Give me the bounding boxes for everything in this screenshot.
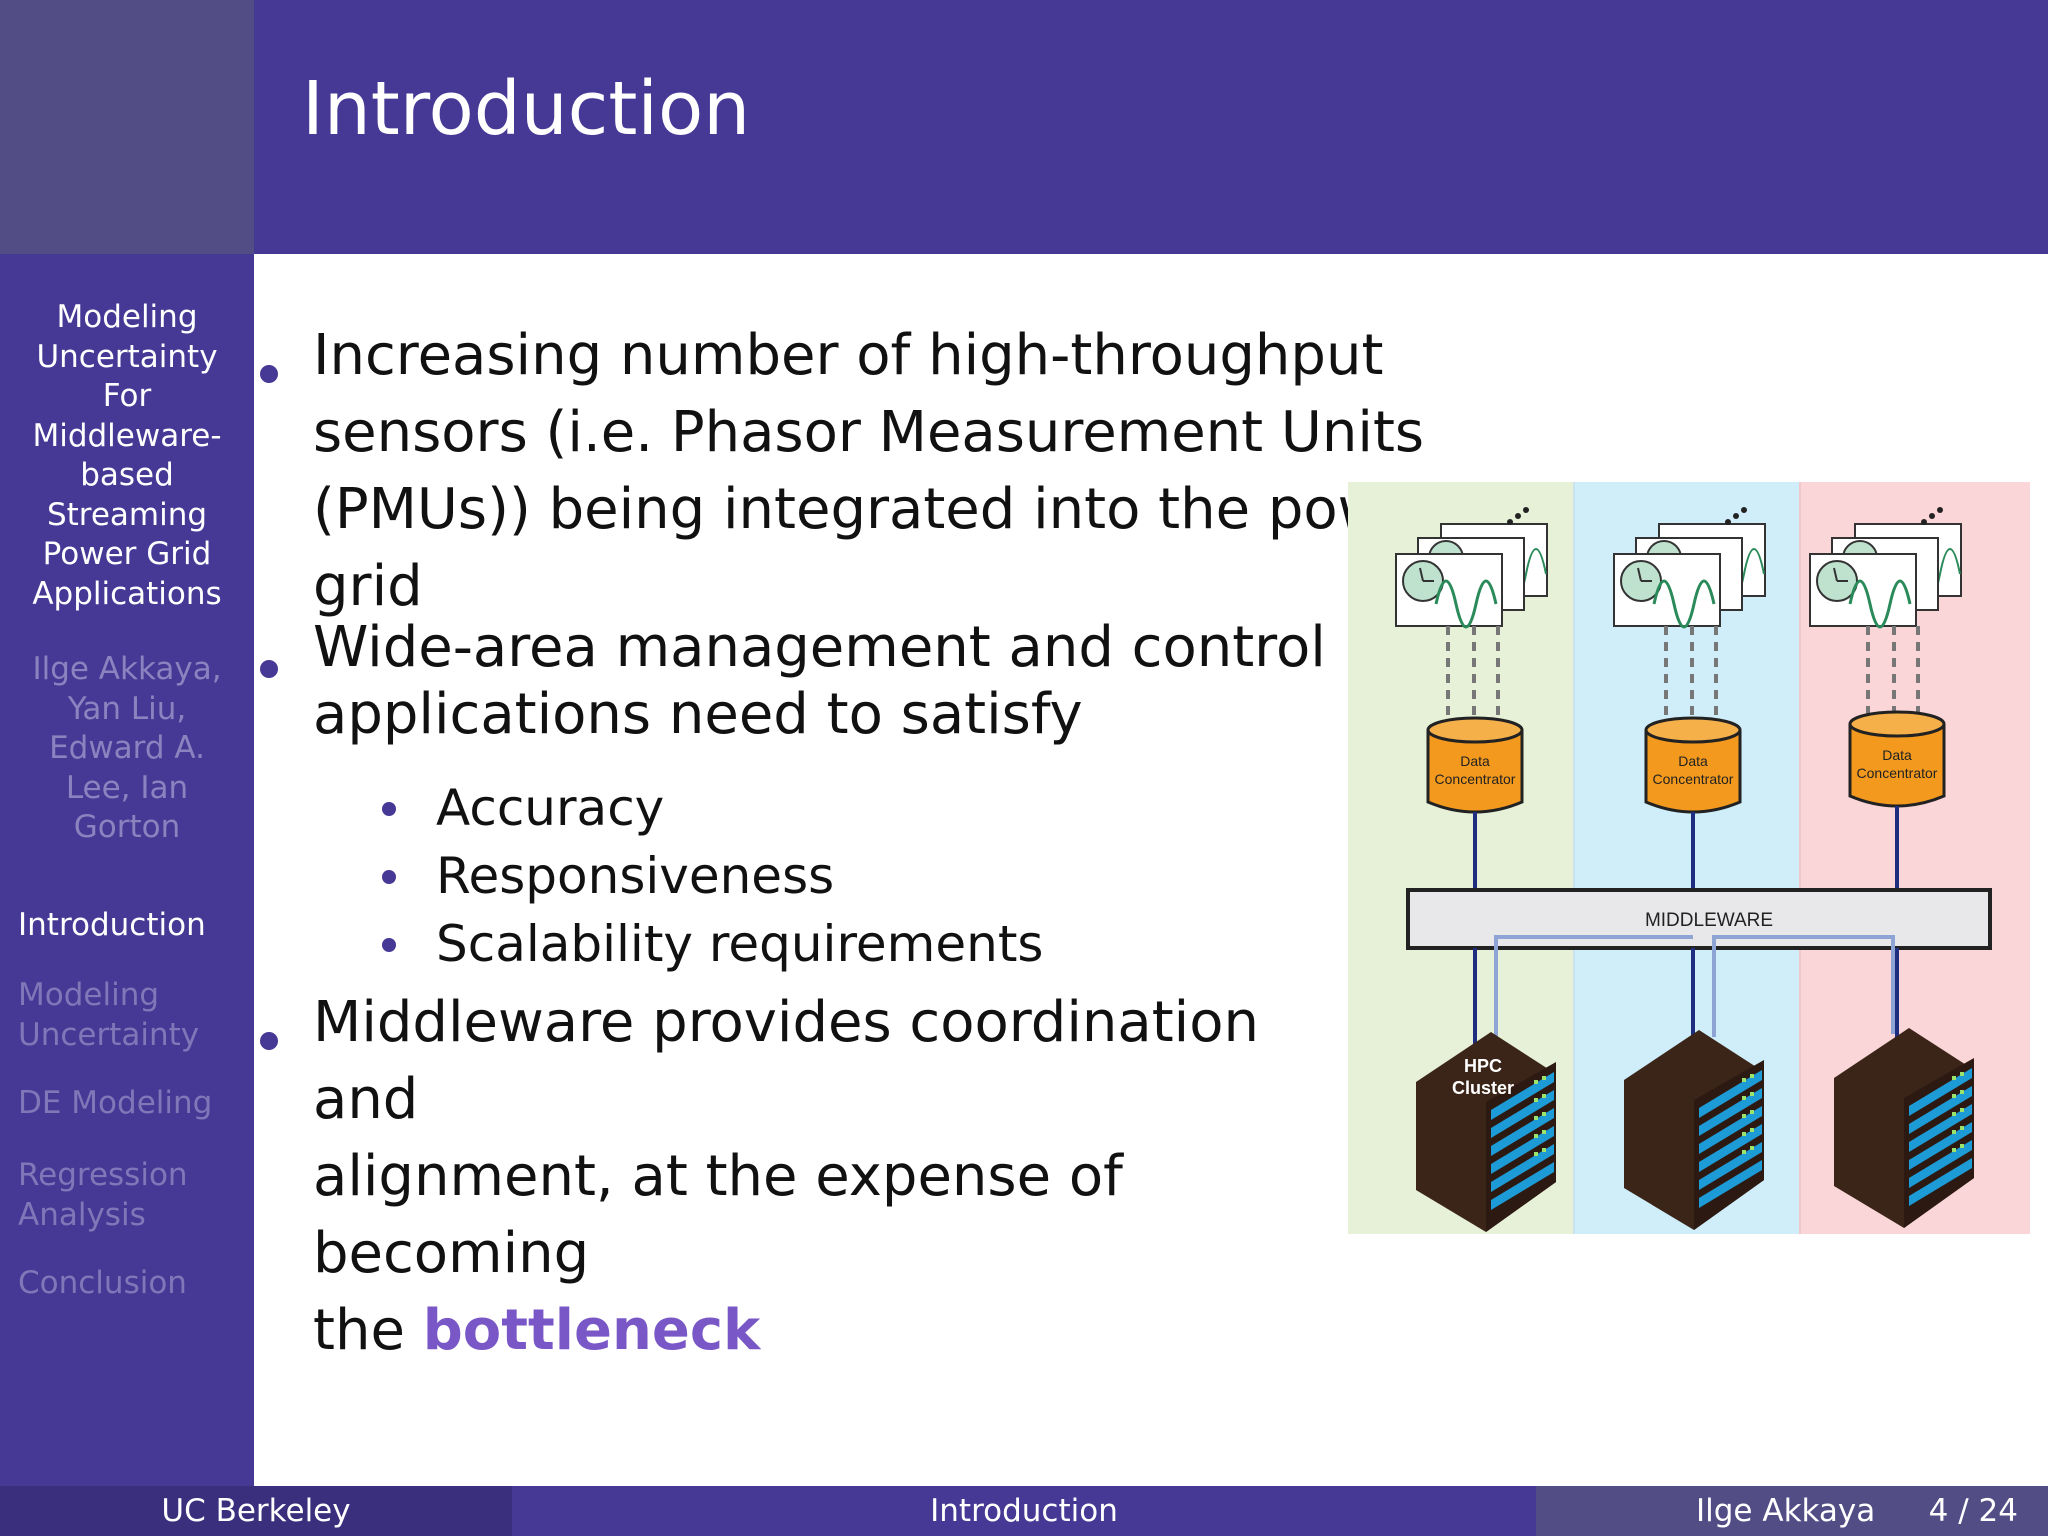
author-line: Ilge Akkaya, <box>32 651 222 687</box>
bullet-line: alignment, at the expense of becoming <box>313 1144 1123 1286</box>
concentrator-label: Concentrator <box>1857 765 1938 781</box>
author-list: Ilge Akkaya, Yan Liu, Edward A. Lee, Ian… <box>0 650 254 848</box>
bullet-line: Wide-area management and control <box>313 615 1326 680</box>
bullet-line-last: the bottleneck <box>313 1292 1354 1369</box>
page-number: 4 / 24 <box>1928 1493 2018 1529</box>
data-concentrator-1: Data Concentrator <box>1426 716 1524 814</box>
concentrator-label: Data <box>1882 747 1912 763</box>
bullet-item-wide-area: Wide-area management and control applica… <box>313 614 1326 748</box>
bullet-line: Middleware provides coordination and <box>313 990 1259 1132</box>
concentrator-label: Concentrator <box>1653 771 1734 787</box>
logo-box <box>0 0 254 254</box>
sub-bullet-dot <box>382 870 396 884</box>
sidebar: Modeling Uncertainty For Middleware- bas… <box>0 254 254 1486</box>
bullet-line: (PMUs)) being integrated into the power <box>313 477 1441 542</box>
footer-right: Ilge Akkaya 4 / 24 <box>1536 1486 2048 1536</box>
data-concentrator-3: Data Concentrator <box>1848 710 1946 808</box>
author-line: Edward A. <box>49 730 205 766</box>
presentation-title: Modeling Uncertainty For Middleware- bas… <box>0 298 254 614</box>
title-line: For <box>102 378 152 414</box>
author-line: Yan Liu, <box>67 690 187 727</box>
sub-bullet-responsiveness: Responsiveness <box>436 847 835 905</box>
nav-label: Modeling <box>18 977 160 1013</box>
footer-section: Introduction <box>512 1486 1536 1536</box>
title-line: Modeling <box>56 299 198 335</box>
bullet-dot <box>260 660 278 678</box>
slide-title: Introduction <box>302 66 751 152</box>
title-line: Applications <box>32 575 222 612</box>
title-line: Power Grid <box>42 536 212 572</box>
data-concentrator-2: Data Concentrator <box>1644 716 1742 814</box>
bullet-dot <box>260 365 278 383</box>
nav-modeling-uncertainty[interactable]: Modeling Uncertainty <box>18 976 248 1055</box>
author-line: Gorton <box>73 809 181 845</box>
nav-label: DE Modeling <box>18 1085 213 1121</box>
nav-label: Introduction <box>18 907 206 943</box>
bullet-item-middleware: Middleware provides coordination and ali… <box>313 984 1354 1369</box>
bullet-dot <box>260 1032 278 1050</box>
sub-bullet-scalability: Scalability requirements <box>436 915 1044 973</box>
architecture-diagram: Data Concentrator Data Concentrator Data… <box>1348 482 2030 1234</box>
bullet-line: sensors (i.e. Phasor Measurement Units <box>313 400 1425 465</box>
title-line: Streaming <box>46 496 208 533</box>
middleware-label: MIDDLEWARE <box>1645 910 1773 931</box>
nav-label: Conclusion <box>18 1265 187 1301</box>
hpc-label: Cluster <box>1452 1078 1514 1098</box>
slide-header: Introduction <box>254 0 2048 254</box>
concentrator-label: Data <box>1460 753 1490 769</box>
bullet-line: Increasing number of high-throughput <box>313 323 1384 388</box>
concentrator-label: Concentrator <box>1435 771 1516 787</box>
bullet-item-sensors: Increasing number of high-throughput sen… <box>313 317 1441 625</box>
nav-regression-analysis[interactable]: Regression Analysis <box>18 1156 248 1235</box>
footer-author: Ilge Akkaya <box>1696 1493 1876 1529</box>
sub-bullet-dot <box>382 802 396 816</box>
sub-bullet-dot <box>382 938 396 952</box>
title-line: Uncertainty <box>36 338 218 375</box>
footer-institution: UC Berkeley <box>0 1486 512 1536</box>
slide-footer: UC Berkeley Introduction Ilge Akkaya 4 /… <box>0 1486 2048 1536</box>
bullet-text: the <box>313 1298 423 1363</box>
sub-bullet-accuracy: Accuracy <box>436 779 665 837</box>
nav-label: Analysis <box>18 1196 146 1233</box>
nav-label: Regression <box>18 1157 188 1193</box>
nav-label: Uncertainty <box>18 1016 200 1053</box>
hpc-label: HPC <box>1464 1056 1502 1076</box>
slide-content: Increasing number of high-throughput sen… <box>254 254 1441 1486</box>
nav-introduction[interactable]: Introduction <box>18 906 248 946</box>
bullet-line: applications need to satisfy <box>313 682 1083 747</box>
title-line: Middleware- <box>32 417 222 454</box>
title-line: based <box>80 457 174 493</box>
nav-conclusion[interactable]: Conclusion <box>18 1264 248 1304</box>
bullet-line: grid <box>313 554 423 619</box>
nav-de-modeling[interactable]: DE Modeling <box>18 1084 248 1124</box>
concentrator-label: Data <box>1678 753 1708 769</box>
author-line: Lee, Ian <box>65 769 189 806</box>
bottleneck-highlight: bottleneck <box>422 1298 761 1363</box>
